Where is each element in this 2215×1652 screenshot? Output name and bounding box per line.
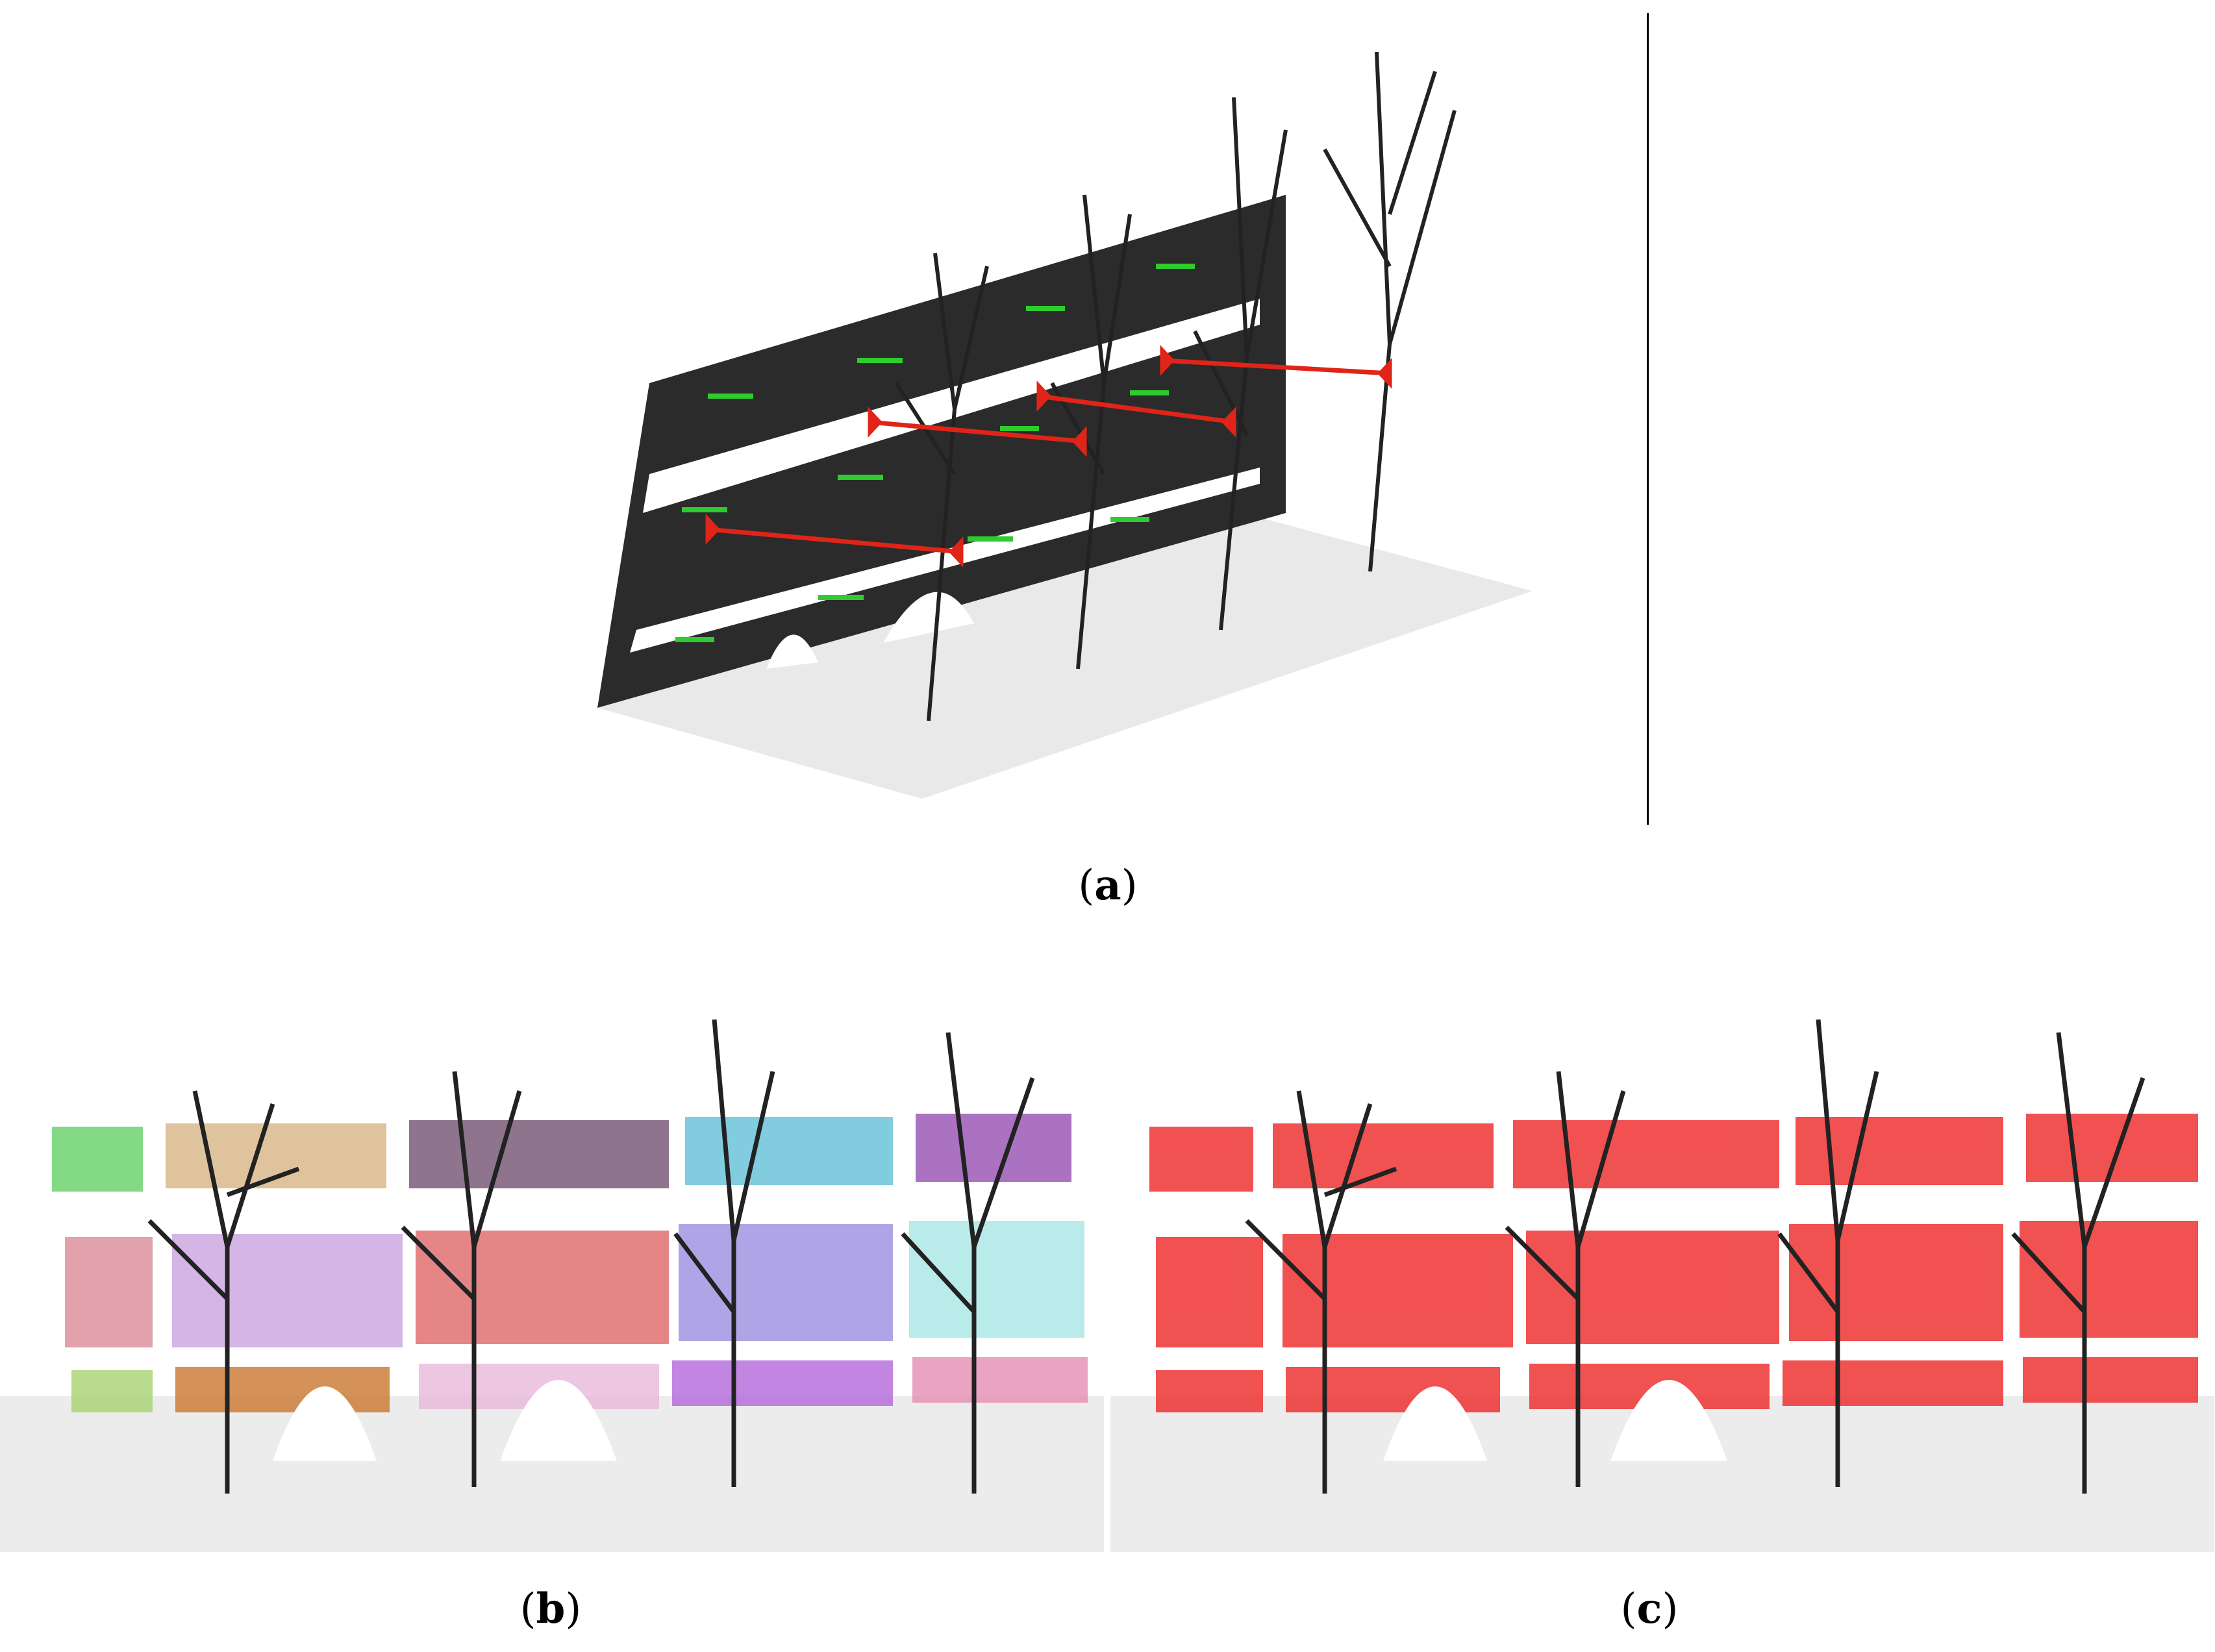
red-measurement-end [705,514,720,545]
tree-4 [2011,1032,2146,1494]
arch-right [500,1380,617,1461]
segment [1783,1360,2003,1406]
tree-2 [401,1071,522,1487]
segments-row-1 [52,1114,1071,1192]
red-measurement-end [1221,407,1236,438]
segment [1513,1120,1779,1188]
red-measurement-line [1038,394,1234,425]
point-cloud-3d-facade-icon [597,51,1533,799]
green-markers [675,264,1195,642]
segment [65,1237,153,1347]
segment [912,1357,1088,1403]
segment [672,1360,893,1406]
red-measurement-end [949,536,964,568]
red-measurement-line [707,527,962,555]
segment [1156,1370,1263,1412]
trees [1245,1019,2146,1494]
arch-left [766,634,818,669]
segment [409,1120,669,1188]
segment [1789,1224,2003,1341]
point-cloud-segmented-facade-icon [0,1019,1104,1552]
tree-1 [1245,1090,1397,1494]
segment [1283,1234,1513,1347]
facade-gap-lower [630,468,1260,653]
segment [175,1367,390,1412]
red-measurement-line [870,419,1085,444]
tree-3 [673,1019,775,1487]
segment [2023,1357,2198,1403]
segments-row-2 [65,1221,1084,1347]
arch-right [883,592,974,643]
red-measurement-end [1072,426,1087,457]
tree-4 [1323,51,1457,572]
caption-b: (b) [519,1584,582,1633]
segment [909,1221,1084,1338]
red-measurement-end [1036,381,1051,412]
red-measurement-line [1162,358,1390,376]
panel-divider [1647,13,1649,825]
ground-plane [597,500,1533,799]
segment [416,1231,669,1344]
segment [1156,1237,1263,1347]
segment [1149,1127,1253,1192]
arch-left [273,1386,377,1461]
red-measurements [705,345,1392,568]
facade-gap-upper [643,299,1260,513]
segment [71,1370,153,1412]
arch-left [1383,1386,1487,1461]
segment [1286,1367,1500,1412]
red-measurement-end [868,407,882,438]
tree-1 [147,1090,300,1494]
panel-a-image [571,19,1545,825]
segment [2020,1221,2198,1338]
red-measurement-end [1377,358,1392,389]
tree-4 [901,1032,1035,1494]
panel-c-image [1110,974,2214,1552]
segment [916,1114,1071,1182]
caption-a: (a) [1078,861,1138,910]
caption-c: (c) [1620,1584,1679,1633]
tree-2 [1505,1071,1626,1487]
segment [685,1117,893,1185]
point-cloud-classified-facade-icon [1110,1019,2214,1552]
tree-3 [1777,1019,1879,1487]
arch-right [1610,1380,1727,1461]
panel-b-image [0,974,1104,1552]
trees [894,51,1457,721]
trees [147,1019,1035,1494]
segment [52,1127,143,1192]
segments-row-3 [71,1357,1088,1412]
red-measurement-end [1160,345,1175,376]
tree-3 [1193,97,1288,631]
segment [172,1234,403,1347]
